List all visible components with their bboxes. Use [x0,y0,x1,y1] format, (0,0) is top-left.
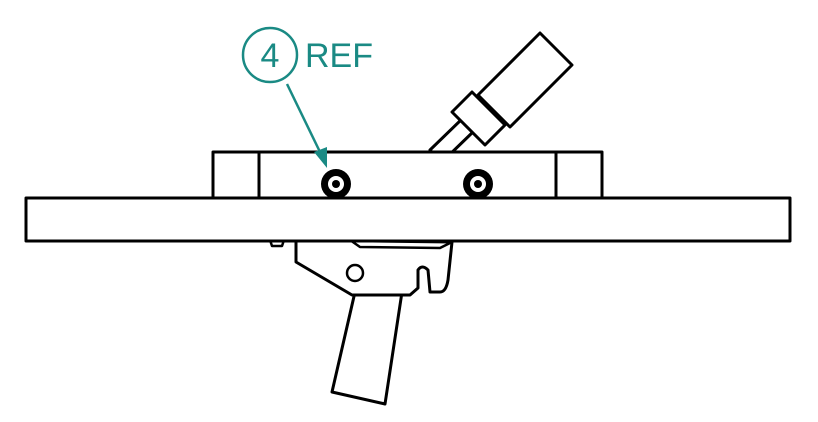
right-tab [554,150,604,200]
cylinder-body [476,31,574,129]
callout-circle [241,26,299,84]
bracket-edge [348,238,454,250]
callout-number: 4 [261,37,280,75]
leader-arrowhead [314,147,327,168]
callout-balloon: 4 REF [241,26,373,168]
screw-right [463,169,493,199]
left-tab [211,150,261,200]
bracket-tab [268,238,286,248]
bottom-handle [330,290,404,406]
diagonal-cylinder [428,31,574,164]
lower-bracket [268,238,454,297]
bracket-hole [345,263,365,283]
handle-bar [330,290,404,406]
bracket-body [294,238,454,297]
leader-line [285,83,322,153]
cylinder-collar [450,90,507,147]
screw-left [321,169,351,199]
center-block [257,150,558,200]
raised-block [211,150,604,200]
base-plate [24,196,792,243]
callout-ref-label: REF [305,37,373,75]
